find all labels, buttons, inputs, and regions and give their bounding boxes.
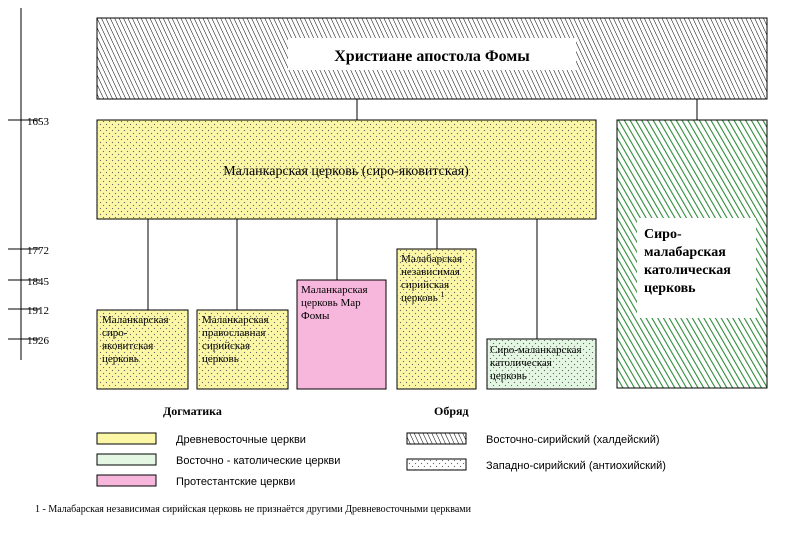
legend-label: Протестантские церкви	[176, 476, 295, 488]
connectors	[147, 99, 698, 339]
legend-item-eastern-catholic: Восточно - католические церкви	[96, 453, 340, 467]
node-label: церковь	[202, 353, 239, 365]
node-label: Сиро-маланкарская	[490, 344, 582, 356]
footnote: 1 - Малабарская независимая сирийская це…	[35, 504, 472, 515]
node-label: церковь	[644, 281, 696, 296]
legend-item-west-syriac: Западно-сирийский (антиохийский)	[406, 458, 666, 472]
node-label: независимая	[401, 266, 460, 278]
node-label: католическая	[490, 357, 552, 369]
node-label: церковь	[401, 292, 438, 304]
node-label: сиро-	[102, 327, 128, 339]
legend-label: Западно-сирийский (антиохийский)	[486, 460, 666, 472]
node-syro-malankara-church: Сиро-маланкарская католическая церковь	[486, 338, 597, 390]
node-label: церковь	[102, 353, 139, 365]
legend: Догматика Обряд Древневосточные церкви В…	[96, 404, 666, 488]
timeline-1845: 1845	[8, 276, 50, 288]
node-label: Маланкарская церковь (сиро-яковитская)	[223, 164, 469, 179]
timeline-1926: 1926	[8, 335, 50, 347]
node-label: православная	[202, 327, 265, 339]
node-label: малабарская	[644, 245, 726, 260]
legend-rite-title: Обряд	[434, 404, 469, 418]
legend-label: Восточно - католические церкви	[176, 455, 340, 467]
svg-text:Маланкарская церковь Мар: Маланкарская церковь Мар Фомы	[301, 284, 370, 322]
node-label: яковитская	[102, 340, 153, 352]
legend-item-east-syriac: Восточно-сирийский (халдейский)	[406, 432, 660, 446]
node-label: католическая	[644, 263, 731, 278]
timeline-1653: 1653	[8, 116, 50, 128]
node-label: сирийская	[401, 279, 449, 291]
timeline-1912: 1912	[8, 305, 49, 317]
node-label: церковь Мар	[301, 297, 361, 309]
node-malankara-church: Маланкарская церковь (сиро-яковитская)	[96, 119, 597, 220]
footnote-mark: 1	[441, 290, 445, 299]
node-independent-church: Малабарская независимая сирийская церков…	[396, 248, 477, 390]
node-mar-thoma-church: Маланкарская церковь Мар Фомы	[296, 279, 387, 390]
node-label: Сиро-	[644, 227, 682, 242]
root-node-thomas-christians: Христиане апостола Фомы	[96, 17, 768, 100]
legend-item-protestant: Протестантские церкви	[96, 474, 295, 488]
legend-dogma-title: Догматика	[163, 404, 222, 418]
node-orthodox-church: Маланкарская православная сирийская церк…	[196, 309, 289, 390]
diagram-title: Христиане апостола Фомы	[334, 48, 530, 65]
timeline-label: 1845	[27, 276, 50, 288]
node-syro-jacobite-church: Маланкарская сиро- яковитская церковь	[96, 309, 189, 390]
timeline-label: 1772	[27, 245, 49, 257]
node-label: Маланкарская	[202, 314, 269, 326]
node-label: сирийская	[202, 340, 250, 352]
timeline-label: 1912	[27, 305, 49, 317]
node-label: Маланкарская	[301, 284, 368, 296]
node-label: Фомы	[301, 310, 330, 322]
node-label: церковь	[490, 370, 527, 382]
timeline-1772: 1772	[8, 245, 49, 257]
svg-text:Малабарская независимая: Малабарская независимая сирийская церков…	[401, 253, 465, 304]
svg-text:Маланкарская православна: Маланкарская православная сирийская церк…	[202, 314, 271, 365]
node-syro-malabar-church: Сиро- малабарская католическая церковь	[616, 119, 768, 389]
svg-text:Сиро- малабарская: Сиро- малабарская католическая церковь	[644, 227, 734, 296]
timeline-label: 1926	[27, 335, 50, 347]
legend-label: Восточно-сирийский (халдейский)	[486, 434, 660, 446]
node-label: Малабарская	[401, 253, 462, 265]
timeline-label: 1653	[27, 116, 50, 128]
svg-text:Маланкарская сиро-: Маланкарская сиро- яковитская церковь	[102, 314, 171, 365]
legend-label: Древневосточные церкви	[176, 434, 306, 446]
node-label: Маланкарская	[102, 314, 169, 326]
legend-item-oriental: Древневосточные церкви	[96, 432, 306, 446]
svg-text:Сиро-маланкарская католи: Сиро-маланкарская католическая церковь	[490, 344, 584, 382]
